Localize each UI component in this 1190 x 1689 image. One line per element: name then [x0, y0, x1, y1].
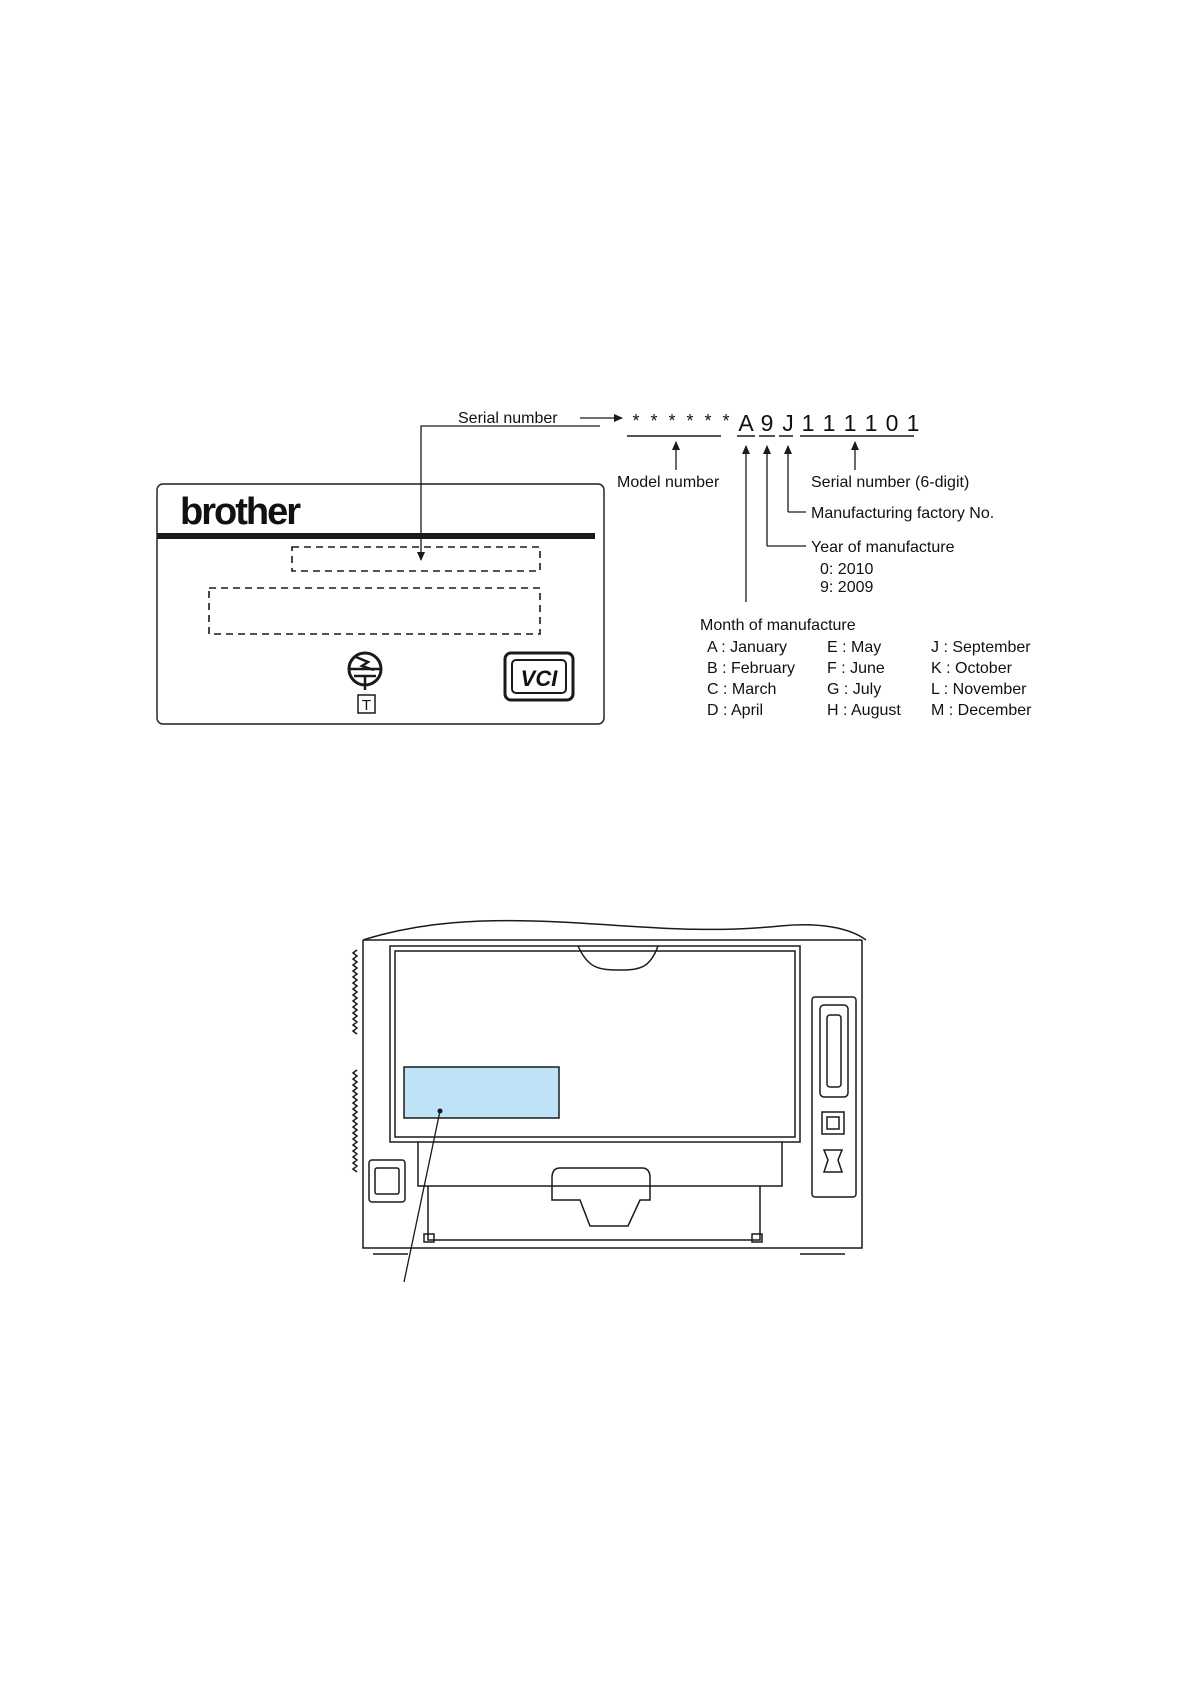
- month-code: B : February: [707, 660, 795, 677]
- month-label: Month of manufacture: [700, 617, 856, 634]
- year-code-0: 0: 2010: [820, 561, 873, 578]
- serial-number-label: Serial number: [458, 410, 558, 427]
- month-code: A : January: [707, 639, 787, 656]
- serial-code-char: *: [668, 411, 675, 431]
- usb-port-icon: [822, 1149, 844, 1173]
- lower-panel: [417, 1142, 783, 1187]
- rear-cover-notch: [577, 945, 659, 971]
- serial-code-char: 1: [802, 410, 815, 436]
- vent-ribs-upper: [351, 949, 359, 1035]
- serial-code-char: 9: [761, 410, 774, 436]
- month-code: C : March: [707, 681, 776, 698]
- brand-logo: brother: [180, 491, 301, 533]
- rating-label-leader: [403, 1110, 441, 1283]
- power-socket-inner: [374, 1167, 400, 1195]
- label-plate: brother T VCI: [156, 483, 605, 725]
- month-code: F : June: [827, 660, 885, 677]
- serial-code-char: *: [632, 411, 639, 431]
- serial-number-leader: [417, 425, 600, 561]
- vcci-mark-text: VCI: [521, 666, 559, 691]
- vent-ribs-lower: [351, 1069, 359, 1173]
- rear-cover-inner: [394, 950, 796, 1138]
- label-plate-bar: [157, 533, 595, 539]
- rating-label-location: [403, 1066, 560, 1119]
- model-number-label: Model number: [617, 474, 720, 491]
- interface-panel: [811, 996, 857, 1198]
- serial-code-char: 1: [907, 410, 920, 436]
- serial-code-char: *: [722, 411, 729, 431]
- tray-foot-right: [751, 1233, 763, 1243]
- serial-number-field: [291, 546, 541, 572]
- rear-cover: [389, 945, 801, 1143]
- printer-rear-illustration: [351, 919, 867, 1255]
- month-code: E : May: [827, 639, 881, 656]
- paper-tray-panel: [427, 1186, 761, 1241]
- serial-code-char: 1: [844, 410, 857, 436]
- serial-code-char: 1: [823, 410, 836, 436]
- year-code-1: 9: 2009: [820, 579, 873, 596]
- tray-foot-left: [423, 1233, 435, 1243]
- parallel-port-inner: [826, 1014, 842, 1088]
- month-code: G : July: [827, 681, 881, 698]
- parallel-port-icon: [819, 1004, 849, 1098]
- printer-top-outline: [362, 919, 867, 941]
- serial-code-char: 1: [865, 410, 878, 436]
- month-code: D : April: [707, 702, 763, 719]
- month-code: L : November: [931, 681, 1027, 698]
- t-mark-text: T: [362, 697, 371, 714]
- model-info-field: [208, 587, 541, 635]
- serial-6digit-label: Serial number (6-digit): [811, 474, 969, 491]
- month-code: M : December: [931, 702, 1032, 719]
- ethernet-port-icon: [821, 1111, 845, 1135]
- serial-code-char: *: [650, 411, 657, 431]
- label-plate-border: [156, 483, 605, 725]
- t-mark-box: [357, 694, 376, 714]
- year-label: Year of manufacture: [811, 539, 955, 556]
- month-code-table: A : January E : May J : September B : Fe…: [707, 639, 1032, 719]
- tray-handle: [551, 1167, 651, 1227]
- month-code: J : September: [931, 639, 1031, 656]
- month-code: K : October: [931, 660, 1013, 677]
- certification-mark-icon: [347, 651, 383, 690]
- factory-label: Manufacturing factory No.: [811, 505, 994, 522]
- serial-code-char: *: [686, 411, 693, 431]
- vcci-mark-icon: VCI: [503, 651, 575, 702]
- power-socket-icon: [368, 1159, 406, 1203]
- serial-code-char: A: [738, 410, 754, 436]
- serial-code-char: 0: [886, 410, 899, 436]
- serial-code-char: J: [782, 410, 794, 436]
- printer-body-outline: [362, 940, 863, 1249]
- month-code: H : August: [827, 702, 901, 719]
- ethernet-port-inner: [826, 1116, 840, 1130]
- serial-code-char: *: [704, 411, 711, 431]
